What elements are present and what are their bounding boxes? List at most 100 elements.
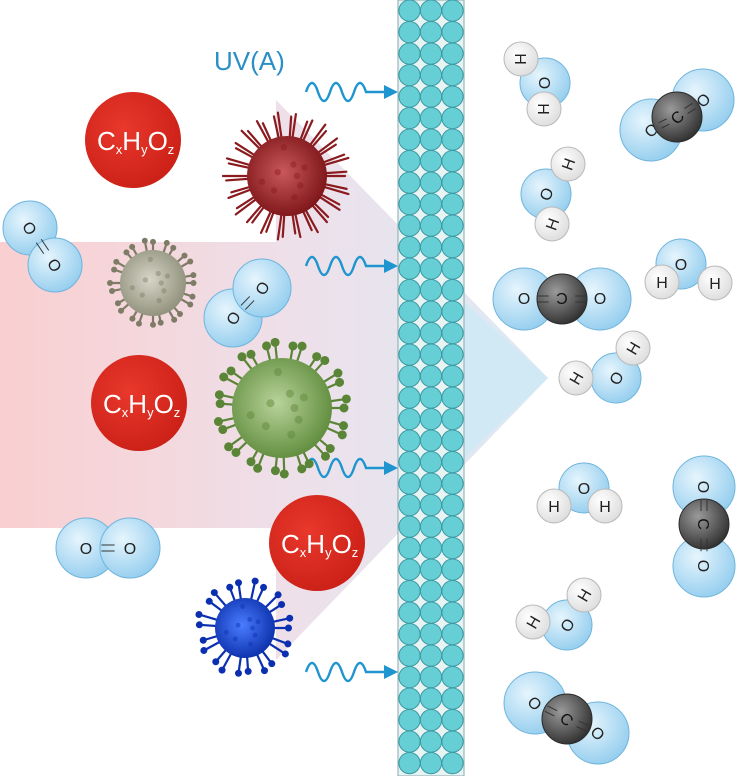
catalyst-bead — [398, 365, 421, 388]
atom-label: O — [124, 541, 136, 558]
atom-label: H — [543, 216, 563, 233]
catalyst-bead — [398, 451, 421, 474]
hydrogen-atom — [550, 146, 586, 182]
catalyst-bead — [441, 429, 464, 452]
virus-particle — [213, 337, 351, 479]
catalyst-bead — [398, 386, 421, 409]
catalyst-bead — [398, 623, 421, 646]
catalyst-bead — [441, 300, 464, 323]
catalyst-bead — [419, 322, 443, 345]
catalyst-bead — [398, 580, 421, 603]
oxygen-atom — [99, 517, 161, 579]
organic-formula: CxHyOz — [103, 389, 180, 420]
catalyst-bead — [419, 386, 443, 409]
catalyst-bead — [441, 42, 464, 65]
catalyst-bead — [441, 386, 464, 409]
catalyst-bead — [398, 279, 421, 302]
carbon-dioxide-molecule: O O C — [672, 455, 736, 598]
catalyst-bead — [398, 730, 421, 753]
catalyst-bead — [419, 730, 443, 753]
catalyst-bead — [441, 408, 464, 431]
atom-label: O — [694, 560, 711, 572]
water-molecule: OHH — [558, 330, 651, 404]
catalyst-bead — [419, 666, 443, 689]
carbon-atom — [536, 273, 588, 325]
catalyst-bead — [398, 128, 421, 151]
catalyst-bead — [398, 429, 421, 452]
hydrogen-atom — [526, 91, 562, 127]
catalyst-bead — [398, 537, 421, 560]
catalyst-bead — [441, 537, 464, 560]
catalyst-bead — [441, 623, 464, 646]
catalyst-bead — [441, 257, 464, 280]
atom-label: O — [518, 289, 530, 306]
catalyst-bead — [398, 42, 421, 65]
uv-wave — [304, 255, 398, 277]
catalyst-bead — [441, 730, 464, 753]
water-molecule: OHH — [515, 577, 602, 651]
hydrogen-atom — [534, 206, 570, 242]
catalyst-bead — [419, 601, 443, 624]
atom-label: H — [511, 53, 528, 65]
catalyst-bead — [441, 666, 464, 689]
virus-particle — [107, 237, 197, 328]
carbon-atom — [678, 498, 730, 550]
catalyst-bead — [398, 257, 421, 280]
catalyst-bead — [398, 601, 421, 624]
catalyst-bead — [398, 193, 421, 216]
oxygen-molecule: OO — [203, 258, 292, 348]
catalyst-bead — [419, 472, 443, 495]
catalyst-bead — [441, 0, 464, 22]
catalyst-bead — [419, 214, 443, 237]
catalyst-bead — [441, 752, 464, 775]
atom-label: O — [675, 257, 687, 274]
atom-label: O — [578, 481, 590, 498]
organic-compound-ball: CxHyOz — [85, 92, 181, 188]
catalyst-bead — [441, 128, 464, 151]
atom-label: H — [656, 275, 668, 292]
catalyst-bead — [419, 365, 443, 388]
catalyst-bead — [441, 601, 464, 624]
hydrogen-atom — [536, 488, 572, 524]
catalyst-bead — [441, 20, 464, 44]
atom-label: O — [594, 289, 606, 306]
uv-light-label: UV(A) — [214, 46, 285, 76]
catalyst-bead — [398, 709, 421, 732]
catalyst-bead — [441, 193, 464, 216]
catalyst-bead — [419, 128, 443, 151]
catalyst-bead — [419, 85, 443, 108]
catalyst-bead — [419, 558, 443, 581]
catalyst-bead — [419, 300, 443, 323]
organic-formula: CxHyOz — [97, 126, 174, 157]
carbon-dioxide-molecule: OOC — [503, 671, 630, 765]
water-molecule: OHH — [520, 146, 586, 242]
atom-label: C — [694, 518, 711, 530]
hydrogen-atom — [558, 360, 594, 396]
organic-formula: CxHyOz — [281, 529, 358, 560]
catalyst-bead — [441, 171, 464, 194]
catalyst-bead — [441, 107, 464, 130]
catalyst-bead — [419, 42, 443, 65]
catalyst-bead — [441, 236, 464, 259]
catalyst-bead — [398, 687, 421, 710]
catalyst-bead — [398, 300, 421, 323]
catalyst-bead — [419, 171, 443, 194]
virus-particle — [195, 577, 294, 677]
catalyst-bead — [398, 343, 421, 366]
uv-wave — [304, 661, 398, 683]
catalyst-bead — [441, 279, 464, 302]
atom-label: O — [694, 481, 711, 493]
catalyst-bead — [419, 537, 443, 560]
catalyst-bead — [441, 687, 464, 710]
catalyst-bead — [398, 515, 421, 538]
atom-label: H — [534, 103, 551, 115]
catalyst-bead — [398, 752, 421, 775]
catalyst-bead — [441, 644, 464, 667]
catalyst-bead — [419, 494, 443, 517]
